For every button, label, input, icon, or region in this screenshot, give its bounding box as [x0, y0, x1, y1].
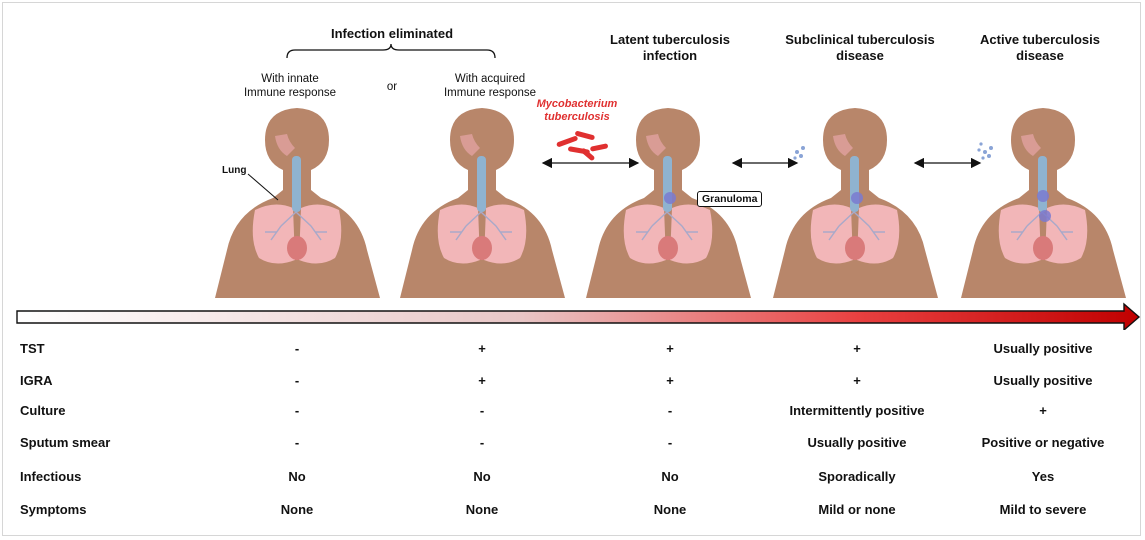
- table-cell: None: [392, 499, 572, 521]
- table-cell: -: [392, 400, 572, 422]
- row-label: Infectious: [20, 466, 81, 488]
- table-cell: -: [580, 432, 760, 454]
- table-cell: Usually positive: [953, 338, 1133, 360]
- row-label: IGRA: [20, 370, 53, 392]
- table-cell: No: [392, 466, 572, 488]
- table-cell: +: [767, 338, 947, 360]
- table-cell: +: [580, 338, 760, 360]
- row-label: Symptoms: [20, 499, 86, 521]
- table-cell: +: [392, 338, 572, 360]
- table-cell: +: [580, 370, 760, 392]
- table-cell: -: [392, 432, 572, 454]
- table-cell: No: [580, 466, 760, 488]
- row-label: Culture: [20, 400, 66, 422]
- table-row: Culture---Intermittently positive+: [0, 400, 1145, 422]
- table-cell: Mild or none: [767, 499, 947, 521]
- table-cell: None: [207, 499, 387, 521]
- table-cell: -: [207, 338, 387, 360]
- table-cell: Usually positive: [767, 432, 947, 454]
- table-row: TST-+++Usually positive: [0, 338, 1145, 360]
- granuloma-label: Granuloma: [697, 191, 762, 207]
- table-cell: -: [207, 370, 387, 392]
- table-cell: No: [207, 466, 387, 488]
- bacteria-icon: [556, 130, 608, 161]
- table-cell: +: [767, 370, 947, 392]
- table-cell: Intermittently positive: [767, 400, 947, 422]
- table-cell: +: [953, 400, 1133, 422]
- table-cell: Mild to severe: [953, 499, 1133, 521]
- row-label: TST: [20, 338, 45, 360]
- table-row: IGRA-+++Usually positive: [0, 370, 1145, 392]
- severity-gradient-arrow: [0, 300, 1145, 330]
- table-cell: +: [392, 370, 572, 392]
- table-cell: None: [580, 499, 760, 521]
- lung-pointer: [0, 0, 400, 260]
- row-label: Sputum smear: [20, 432, 110, 454]
- table-cell: Yes: [953, 466, 1133, 488]
- table-cell: Usually positive: [953, 370, 1133, 392]
- table-cell: Sporadically: [767, 466, 947, 488]
- table-cell: Positive or negative: [953, 432, 1133, 454]
- table-cell: -: [580, 400, 760, 422]
- table-cell: -: [207, 432, 387, 454]
- table-cell: -: [207, 400, 387, 422]
